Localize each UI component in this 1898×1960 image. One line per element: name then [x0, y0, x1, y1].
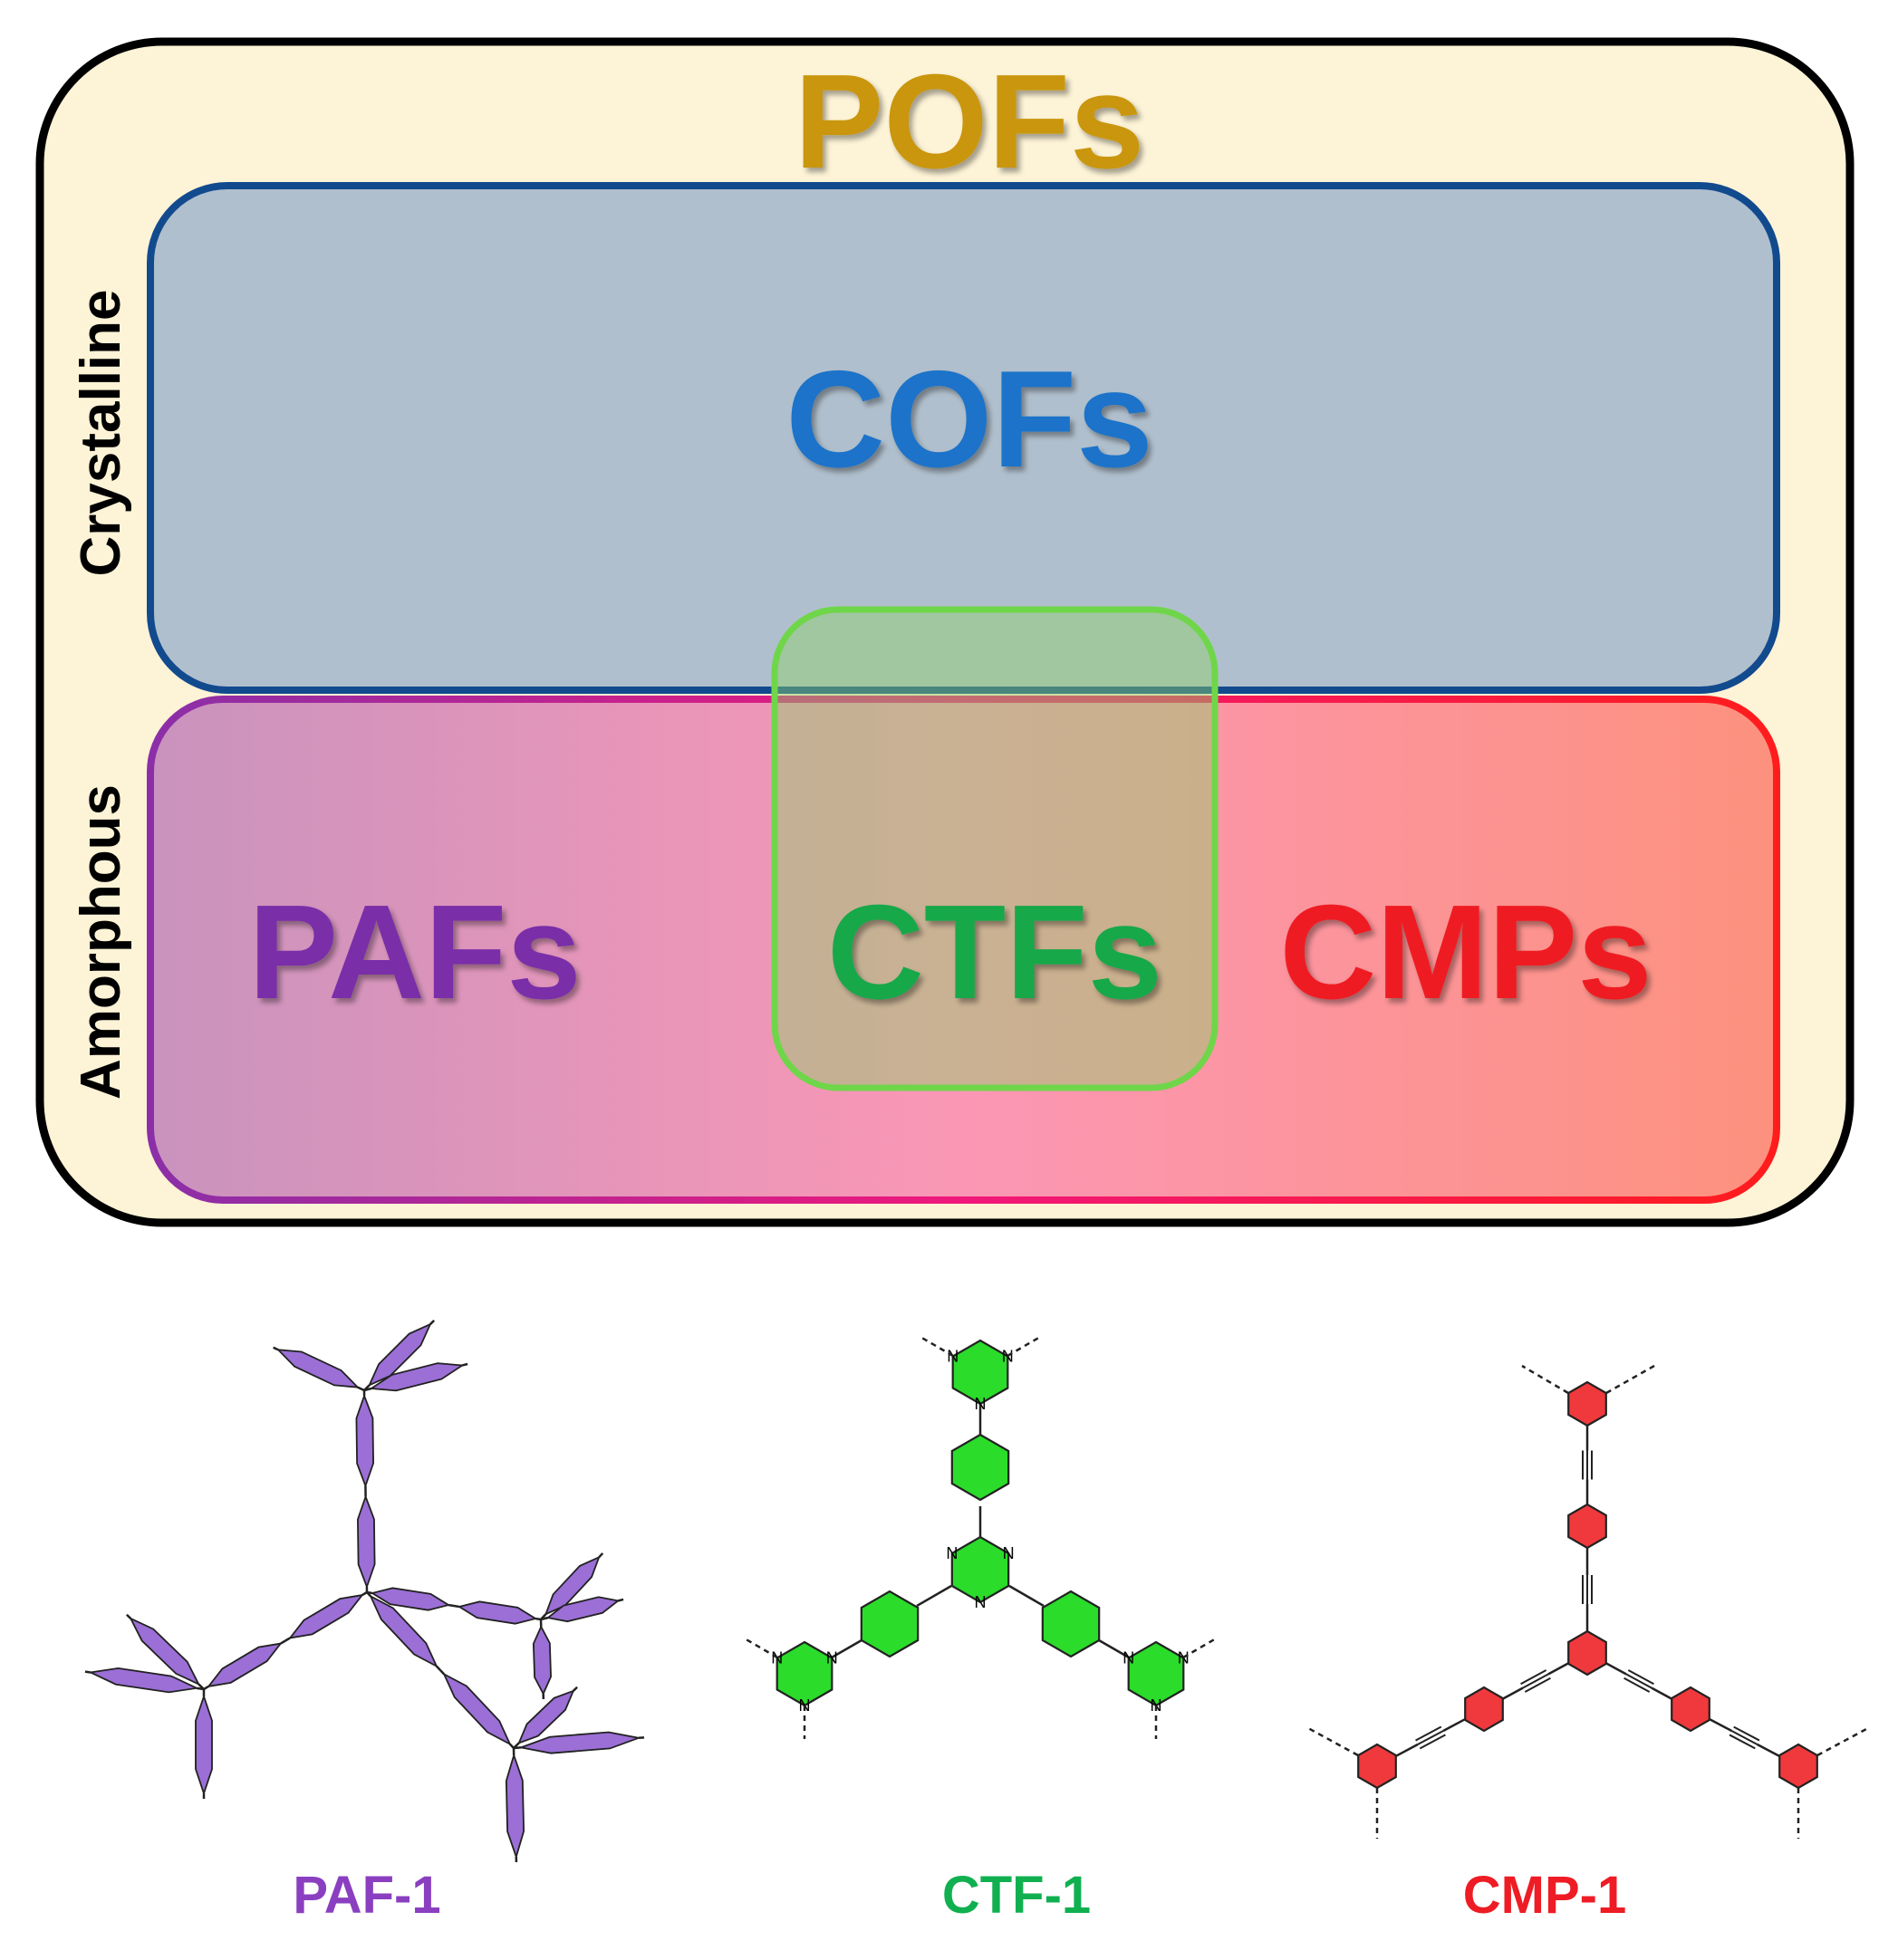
- dashed-bond: [598, 1550, 606, 1559]
- amorphous-side-label: Amorphous: [70, 784, 132, 1100]
- ring-bond: [477, 1617, 515, 1625]
- ring-bond: [533, 1643, 535, 1677]
- triple-bond: [1623, 1677, 1651, 1693]
- ctfs-label: CTFs: [827, 878, 1162, 1027]
- ring-bond: [303, 1598, 341, 1621]
- nitrogen-atom: N: [1003, 1544, 1015, 1562]
- phenyl-ring: [207, 1642, 283, 1688]
- dashed-bond: [572, 1684, 581, 1692]
- triple-bond: [1520, 1669, 1547, 1686]
- ring-bond: [390, 1603, 429, 1611]
- phenyl-ring: [288, 1593, 364, 1639]
- ring-bond: [222, 1647, 259, 1669]
- ring-bond: [564, 1576, 593, 1606]
- ring-bond: [395, 1378, 442, 1391]
- ctf-1-structure: NNNNNNNNNNNN: [742, 1334, 1219, 1739]
- dashed-bond: [1521, 1364, 1569, 1395]
- dashed-bond: [1605, 1364, 1655, 1395]
- ring-bond: [551, 1747, 611, 1754]
- cmp-1-caption: CMP-1: [1463, 1866, 1626, 1925]
- nitrogen-atom: N: [975, 1593, 987, 1611]
- ring-bond: [567, 1612, 603, 1622]
- ring-bond: [454, 1696, 488, 1733]
- dashed-bond: [462, 1361, 472, 1367]
- dashed-bond: [742, 1636, 778, 1659]
- cofs-label: COFs: [785, 342, 1152, 496]
- dashed-bond: [429, 1317, 438, 1325]
- ring-bond: [371, 1417, 374, 1464]
- dashed-bond: [617, 1597, 628, 1602]
- phenyl-ring: [505, 1753, 525, 1859]
- pafs-label: PAFs: [248, 878, 581, 1027]
- amorphous-region: [147, 696, 1780, 1204]
- triazine-ring: [950, 1535, 1010, 1604]
- paf-1-caption: PAF-1: [293, 1866, 440, 1925]
- benzene-ring: [1357, 1743, 1397, 1790]
- triple-bond: [1627, 1669, 1654, 1686]
- ring-bond: [373, 1519, 376, 1565]
- benzene-ring: [1567, 1380, 1607, 1427]
- ring-bond: [390, 1344, 421, 1377]
- triple-bond: [1415, 1725, 1442, 1742]
- pofs-label: POFs: [795, 47, 1145, 197]
- benzene-ring: [1671, 1686, 1710, 1733]
- phenyl-ring: [275, 1349, 361, 1388]
- triple-bond: [1625, 1673, 1652, 1689]
- ring-bond: [152, 1629, 188, 1663]
- ring-bond: [537, 1709, 566, 1737]
- phenyl-ring: [442, 1672, 512, 1746]
- dashed-bond: [1182, 1636, 1219, 1659]
- ring-bond: [506, 1781, 508, 1832]
- dashed-bond: [1007, 1334, 1043, 1358]
- triple-bond: [1524, 1677, 1551, 1693]
- nitrogen-atom: N: [826, 1649, 838, 1667]
- cmps-label: CMPs: [1279, 878, 1652, 1027]
- phenyl-ring: [195, 1694, 213, 1796]
- dashed-bond: [918, 1334, 954, 1358]
- triple-bond: [1417, 1730, 1444, 1745]
- cofs-region: [147, 182, 1780, 694]
- ring-bond: [118, 1667, 172, 1677]
- ring-bond: [301, 1350, 342, 1371]
- dashed-bond: [638, 1735, 649, 1740]
- nitrogen-atom: N: [975, 1395, 987, 1413]
- triple-bond: [1522, 1673, 1549, 1689]
- phenyl-ring: [1041, 1590, 1101, 1658]
- benzene-ring: [1778, 1743, 1818, 1790]
- phenyl-ring: [860, 1590, 920, 1658]
- phenyl-ring: [357, 1494, 376, 1590]
- cmp-1-structure: [1307, 1364, 1869, 1839]
- ctf-1-caption: CTF-1: [942, 1866, 1091, 1925]
- dashed-bond: [1816, 1726, 1869, 1757]
- nitrogen-atom: N: [946, 1544, 958, 1562]
- ring-bond: [381, 1619, 415, 1655]
- dashed-bond: [81, 1669, 92, 1674]
- triple-bond: [1733, 1725, 1760, 1742]
- phenyl-ring: [950, 1433, 1010, 1502]
- dashed-bond: [269, 1344, 279, 1351]
- triple-bond: [1729, 1734, 1756, 1750]
- benzene-ring: [1567, 1629, 1607, 1677]
- phenyl-ring: [355, 1393, 374, 1489]
- phenyl-ring: [532, 1624, 552, 1696]
- dashed-bond: [1307, 1726, 1359, 1757]
- paf-1-structure: [81, 1317, 649, 1867]
- nitrogen-atom: N: [1122, 1649, 1134, 1667]
- ctfs-overlap-region: [771, 606, 1219, 1091]
- triple-bond: [1730, 1730, 1758, 1745]
- triple-bond: [1419, 1734, 1446, 1750]
- benzene-ring: [1464, 1686, 1504, 1733]
- benzene-ring: [1567, 1503, 1607, 1550]
- dashed-bond: [123, 1611, 132, 1619]
- crystalline-side-label: Crystalline: [70, 289, 132, 576]
